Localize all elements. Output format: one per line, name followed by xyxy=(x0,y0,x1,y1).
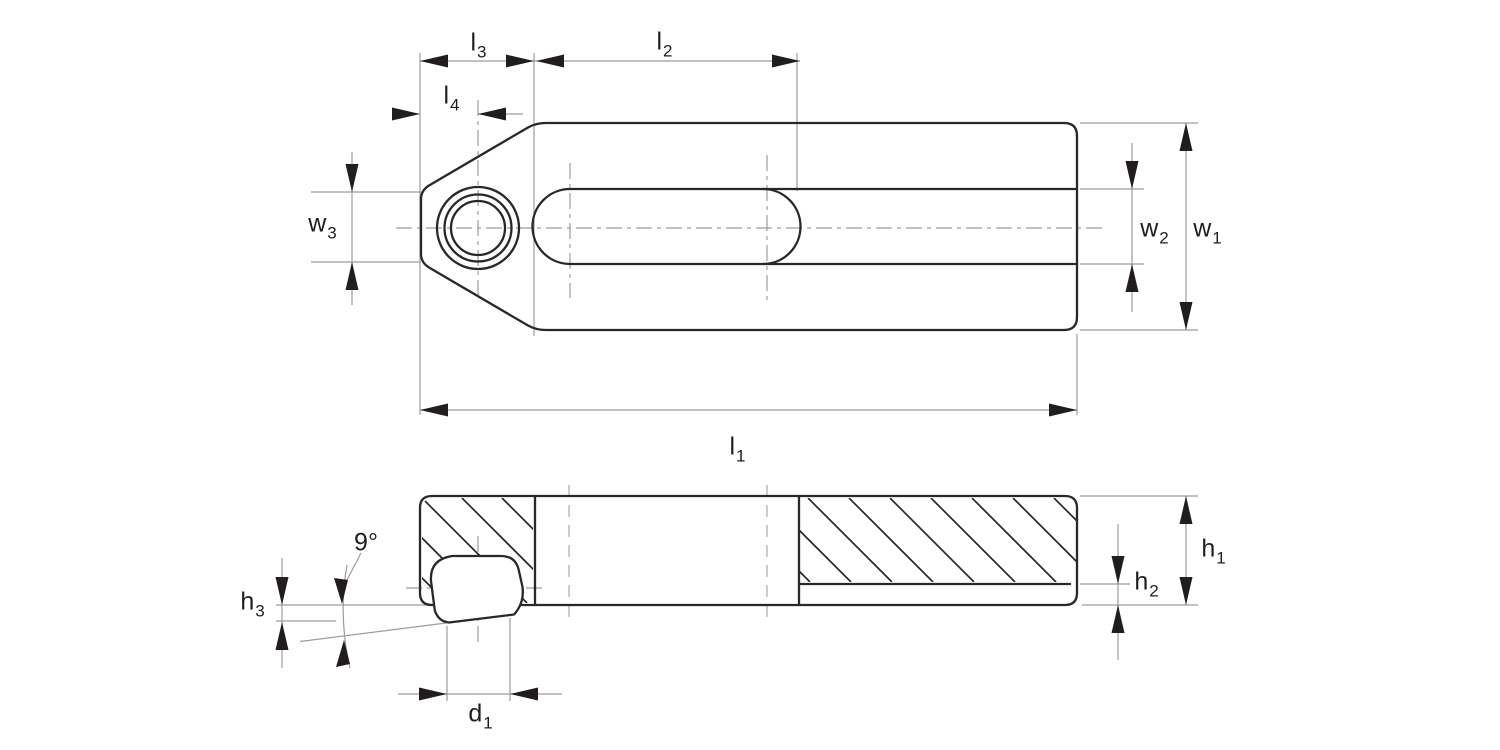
top-view xyxy=(311,53,1198,417)
label-w1: w1 xyxy=(1193,214,1222,248)
side-view xyxy=(275,485,1198,701)
label-h2: h2 xyxy=(1134,567,1159,601)
label-l3: l3 xyxy=(470,28,487,62)
label-l1: l1 xyxy=(729,432,746,466)
top-dimensions xyxy=(345,54,1193,417)
clamp-top-outline xyxy=(419,121,1079,332)
threaded-hole xyxy=(435,185,521,271)
label-l2: l2 xyxy=(656,27,673,61)
hatch-right xyxy=(800,498,1076,582)
top-centerlines xyxy=(396,100,1106,302)
angle-ray-9deg xyxy=(299,622,447,643)
label-d1: d1 xyxy=(468,699,493,733)
side-extension-lines xyxy=(276,495,1198,701)
clamp-nose xyxy=(429,554,524,624)
angle-leader-line xyxy=(346,552,362,581)
label-h3: h3 xyxy=(240,587,265,621)
slot xyxy=(531,187,1079,266)
side-dimensions xyxy=(275,496,1193,701)
label-h1: h1 xyxy=(1201,534,1226,568)
clamp-side-outline xyxy=(418,494,1079,607)
label-l4: l4 xyxy=(443,81,460,115)
label-w2: w2 xyxy=(1140,214,1169,248)
label-w3: w3 xyxy=(308,209,337,243)
label-angle-9deg: 9° xyxy=(354,528,378,557)
